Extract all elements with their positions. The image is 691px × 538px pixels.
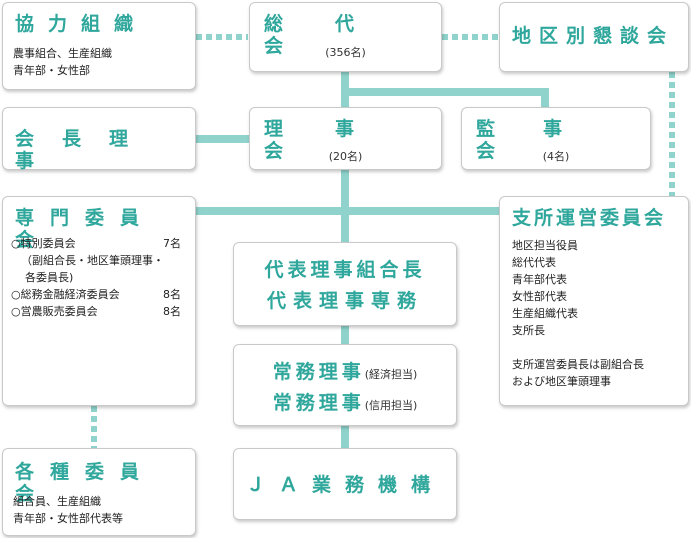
title-kakushu: 各種委員会 [15,461,181,505]
box-kakushu-iinkai: 各種委員会 組合員、生産組織 青年部・女性部代表等 [2,448,196,536]
jomu-tag: (信用担当) [364,399,418,412]
list-item: 地区担当役員 [512,239,578,252]
desc-line: 青年部・女性部代表等 [13,512,123,525]
connector-daihyo-jomu [341,326,349,344]
title-daihyo-kumiaicho: 代表理事組合長 [264,259,426,281]
count-kanji: (4名) [542,150,570,163]
title-sodai: 総代会 [264,13,427,57]
box-daihyo-riji: 代表理事組合長 代表理事専務 [233,242,457,326]
box-shisho-unei-iinkai: 支所運営委員会 地区担当役員 総代代表 青年部代表 女性部代表 生産組織代表 支… [499,196,689,406]
box-kaicho-riji: 会長理事 [2,107,196,172]
title-kaicho: 会長理事 [15,128,181,172]
title-text: 専門委員会 [15,207,156,251]
item-count: 8名 [163,288,181,301]
title-text: 会長理事 [15,128,157,172]
item-name: ○総務金融経済委員会 [11,288,120,301]
list-item: 女性部代表 [512,290,567,303]
title-text: 地区別懇談会 [512,25,675,47]
list-item: ○総務金融経済委員会 8名 [11,286,181,303]
jomu-text: 常務理事 [272,392,365,414]
item-count: 7名 [163,237,181,250]
item-name: （副組合長・地区筆頭理事・ [21,254,164,267]
list-item: （副組合長・地区筆頭理事・ [11,252,181,269]
desc-line: 農事組合、生産組織 [13,47,112,60]
list-shisho: 地区担当役員 総代代表 青年部代表 女性部代表 生産組織代表 支所長 支所運営委… [512,237,644,390]
desc-kyoryoku: 農事組合、生産組織 青年部・女性部 [13,45,112,79]
list-senmon: ○特別委員会 7名 （副組合長・地区筆頭理事・ 各委員長) ○総務金融経済委員会 8… [11,235,181,320]
title-kyoryoku: 協力組織 [15,13,181,35]
connector-riji-down [341,170,349,242]
connector-kyoryoku-sodai [196,34,248,40]
connector-jomu-ja [341,426,349,448]
title-text: 総代会 [264,13,407,57]
list-item: 各委員長) [11,269,181,286]
count-riji: (20名) [328,150,363,163]
title-jomu-shinyo: 常務理事(信用担当) [234,392,456,417]
list-item: 総代代表 [512,256,556,269]
title-senmon: 専門委員会 [15,207,181,251]
desc-kakushu: 組合員、生産組織 青年部・女性部代表等 [13,493,123,527]
connector-senmon-kakushu [91,406,97,448]
connector-branch-kanji-v [541,88,549,108]
title-kanji: 監事会 [476,118,636,162]
connector-kaicho-riji [196,135,250,143]
list-item: ○営農販売委員会 8名 [11,303,181,320]
count-sodai: (356名) [325,46,366,59]
list-item: ○特別委員会 7名 [11,235,181,252]
title-riji: 理事会 [264,118,427,162]
item-name: ○営農販売委員会 [11,305,98,318]
box-ja-gyomu-kiko: ＪＡ業務機構 [233,448,457,520]
box-sodaikai: 総代会 (356名) [249,2,442,72]
list-item: 青年部代表 [512,273,567,286]
list-item: 支所長 [512,324,545,337]
title-jomu-keizai: 常務理事(経済担当) [234,361,456,386]
title-shisho: 支所運営委員会 [512,207,678,229]
jomu-tag: (経済担当) [364,368,418,381]
connector-chiku-shisho [669,72,675,196]
title-text: 協力組織 [15,13,148,35]
connector-sodai-chiku [442,34,498,40]
box-jomu-riji: 常務理事(経済担当) 常務理事(信用担当) [233,344,457,426]
item-name: 各委員長) [25,271,74,284]
box-kanjikai: 監事会 (4名) [461,107,651,170]
title-text: 各種委員会 [15,461,156,505]
box-chikubetsu-kondankai: 地区別懇談会 [499,2,689,72]
box-kyoryoku-soshiki: 協力組織 農事組合、生産組織 青年部・女性部 [2,2,196,90]
desc-line: 組合員、生産組織 [13,495,101,508]
desc-line: 青年部・女性部 [13,64,90,77]
connector-branch-kanji-h [345,88,547,96]
box-senmon-iinkai: 専門委員会 ○特別委員会 7名 （副組合長・地区筆頭理事・ 各委員長) ○総務金融… [2,196,196,406]
note-line: および地区筆頭理事 [512,375,611,388]
title-text: 監事会 [476,118,611,162]
title-text: 理事会 [264,118,407,162]
item-count: 8名 [163,305,181,318]
title-text: 支所運営委員会 [512,207,667,229]
connector-senmon-shisho [196,207,500,215]
item-name: ○特別委員会 [11,237,76,250]
box-rijikai: 理事会 (20名) [249,107,442,170]
jomu-text: 常務理事 [272,361,365,383]
title-chiku: 地区別懇談会 [512,25,678,47]
title-ja: ＪＡ業務機構 [245,474,444,496]
note-line: 支所運営委員長は副組合長 [512,358,644,371]
title-daihyo-senmu: 代表理事専務 [266,290,423,312]
list-item: 生産組織代表 [512,307,578,320]
